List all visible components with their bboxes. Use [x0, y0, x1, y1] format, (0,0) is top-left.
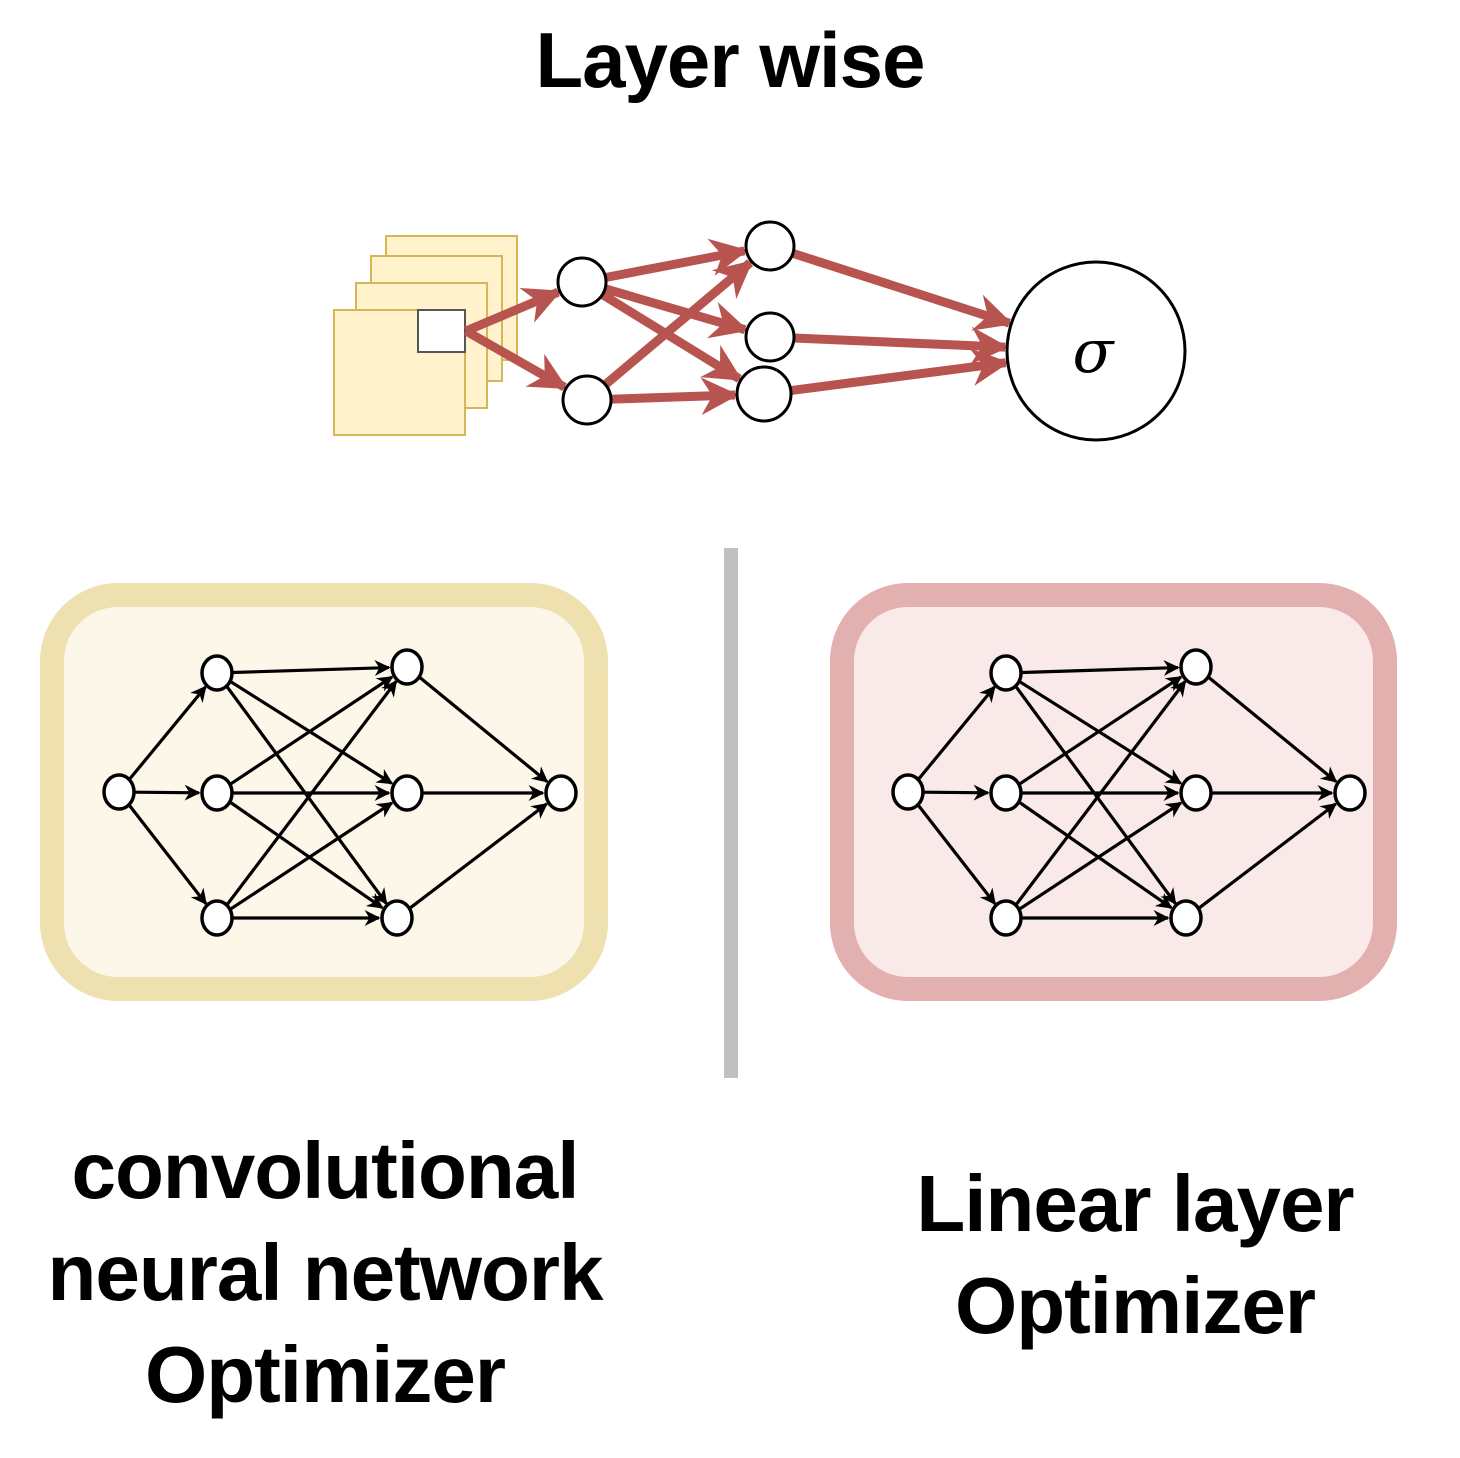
network-edge [127, 685, 207, 781]
neuron-node [561, 374, 613, 426]
neuron-node [744, 220, 796, 272]
network-edge [229, 801, 394, 911]
network-edge [1014, 680, 1187, 907]
network-edge [916, 803, 997, 906]
network-node [390, 774, 424, 812]
network-edge [225, 684, 388, 905]
connection-arrow [603, 284, 749, 339]
network-edge [1207, 675, 1338, 783]
network-node [989, 774, 1023, 812]
network-node [102, 773, 136, 811]
connection-arrow [604, 238, 749, 282]
network-node [200, 774, 234, 812]
layer-wise-nodes [556, 220, 796, 426]
label-line: Optimizer [145, 1330, 506, 1419]
network-edge [916, 685, 996, 781]
network-node [390, 648, 424, 686]
connection-arrow [791, 249, 1013, 331]
linear-optimizer-panel [830, 583, 1397, 1001]
network-edge [134, 784, 201, 801]
network-node [200, 899, 234, 937]
network-edge [127, 803, 208, 906]
kernel-patch [417, 309, 466, 353]
label-line: Optimizer [955, 1261, 1316, 1350]
network-node [1169, 899, 1203, 937]
sigma-symbol: σ [1073, 317, 1116, 387]
network-node [989, 654, 1023, 692]
label-line: Linear layer [916, 1159, 1354, 1248]
label-line: convolutional [71, 1126, 580, 1215]
connection-arrow [600, 290, 743, 383]
network-edge [232, 660, 391, 677]
connection-arrow [793, 326, 1009, 365]
diagram-title: Layer wise [535, 16, 926, 104]
network-node [380, 899, 414, 937]
network-edge [408, 802, 548, 910]
connection-arrow [790, 348, 1010, 395]
network-edge [1018, 801, 1183, 911]
connection-arrow [463, 327, 568, 392]
network-edge [1018, 800, 1173, 910]
neuron-node [556, 256, 608, 308]
linear-network-graph [891, 648, 1367, 937]
network-edge [1014, 684, 1177, 905]
network-node [200, 654, 234, 692]
cnn-network-graph [102, 648, 578, 937]
label-line: neural network [47, 1228, 603, 1317]
layer-wise-connections [463, 238, 1013, 416]
network-edge [225, 680, 398, 907]
neuron-node [744, 311, 796, 363]
network-edge [229, 675, 394, 786]
network-node [544, 774, 578, 812]
cnn-optimizer-label: convolutional neural network Optimizer [0, 1120, 650, 1426]
network-edge [1021, 660, 1180, 677]
sigma-node [1005, 260, 1187, 442]
connection-arrow [602, 259, 754, 388]
neuron-node [735, 365, 793, 423]
network-edge [1197, 802, 1337, 910]
connection-arrow [464, 287, 562, 336]
network-edge [923, 784, 990, 801]
network-node [891, 773, 925, 811]
connection-arrow [610, 377, 739, 416]
network-node [989, 899, 1023, 937]
feature-map-stack [333, 235, 518, 436]
network-node [1179, 774, 1213, 812]
linear-optimizer-label: Linear layer Optimizer [870, 1153, 1400, 1357]
network-edge [418, 675, 549, 783]
network-edge [1018, 675, 1183, 786]
network-node [1179, 648, 1213, 686]
network-edge [229, 800, 384, 910]
network-node [1333, 774, 1367, 812]
cnn-optimizer-panel [40, 583, 608, 1001]
